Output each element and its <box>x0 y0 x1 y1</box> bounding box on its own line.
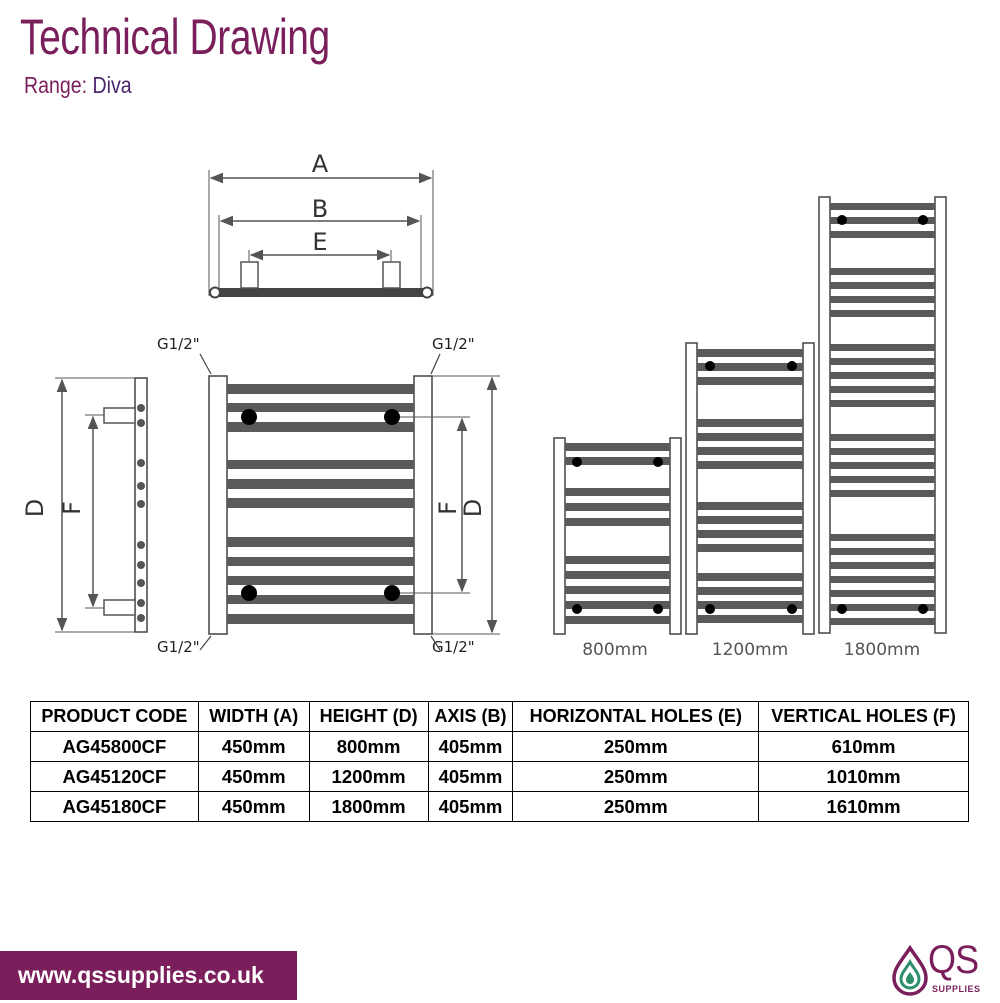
technical-drawing: A B E D F <box>21 150 947 660</box>
side-bar-ends <box>137 404 145 622</box>
rail-1200-left <box>685 342 698 635</box>
cell-axis: 405mm <box>427 761 514 792</box>
thread-label-bottom-left: G1/2" <box>157 638 200 656</box>
cell-product-code: AG45120CF <box>30 761 199 792</box>
dim-label-f-side: F <box>58 501 86 515</box>
cell-horizontal-holes: 250mm <box>512 731 760 762</box>
table-row: AG45800CF 450mm 800mm 405mm 250mm 610mm <box>30 731 969 762</box>
top-bar-end-left <box>209 286 221 299</box>
thread-label-top-left: G1/2" <box>157 335 200 353</box>
logo-subtext: SUPPLIES <box>932 984 981 994</box>
footer-url-bar: www.qssupplies.co.uk <box>0 951 297 1000</box>
dim-label-b: B <box>312 195 328 223</box>
page-title: Technical Drawing <box>20 9 330 65</box>
cell-width: 450mm <box>197 731 310 762</box>
range-value: Diva <box>92 72 132 98</box>
valve-left <box>240 261 259 289</box>
thread-label-bottom-right: G1/2" <box>432 638 475 656</box>
cell-axis: 405mm <box>427 731 514 762</box>
thread-leader-top-right <box>430 353 441 375</box>
thread-label-top-right: G1/2" <box>432 335 475 353</box>
water-drop-logo-icon <box>892 944 928 996</box>
thread-leader-top-left <box>199 353 212 375</box>
front-mount-holes <box>241 409 400 601</box>
holes-800 <box>572 457 663 614</box>
rail-1200-right <box>802 342 815 635</box>
thread-leader-bottom-left <box>199 635 212 651</box>
table-header-row: PRODUCT CODE WIDTH (A) HEIGHT (D) AXIS (… <box>30 701 969 732</box>
dim-label-d-side: D <box>21 499 49 517</box>
side-valve-bottom <box>103 599 136 616</box>
col-header-width: WIDTH (A) <box>197 701 310 732</box>
cell-height: 800mm <box>308 731 429 762</box>
size-label-1200: 1200mm <box>712 640 788 660</box>
cell-axis: 405mm <box>427 791 514 822</box>
cell-horizontal-holes: 250mm <box>512 761 760 792</box>
cell-width: 450mm <box>197 791 310 822</box>
holes-1200 <box>705 361 797 614</box>
cell-height: 1200mm <box>308 761 429 792</box>
cell-vertical-holes: 1010mm <box>758 761 969 792</box>
table-row: AG45120CF 450mm 1200mm 405mm 250mm 1010m… <box>30 761 969 792</box>
bars-1200 <box>697 349 803 623</box>
cell-height: 1800mm <box>308 791 429 822</box>
bars-1800 <box>830 203 935 625</box>
logo-text: QS <box>928 938 979 982</box>
spec-table: PRODUCT CODE WIDTH (A) HEIGHT (D) AXIS (… <box>30 701 969 822</box>
dim-label-e: E <box>312 228 327 256</box>
thread-leader-bottom-right <box>430 635 441 651</box>
cell-horizontal-holes: 250mm <box>512 791 760 822</box>
table-row: AG45180CF 450mm 1800mm 405mm 250mm 1610m… <box>30 791 969 822</box>
col-header-horizontal-holes: HORIZONTAL HOLES (E) <box>512 701 760 732</box>
holes-1800 <box>837 215 928 614</box>
front-rail-left <box>208 375 228 635</box>
dim-label-f-front: F <box>434 501 462 515</box>
valve-right <box>382 261 401 289</box>
dim-label-a: A <box>312 150 329 178</box>
size-label-800: 800mm <box>582 640 648 660</box>
rail-1800-right <box>934 196 947 634</box>
col-header-axis: AXIS (B) <box>427 701 514 732</box>
range-label: Range: <box>24 72 88 98</box>
size-label-1800: 1800mm <box>844 640 920 660</box>
size-800: 800mm <box>553 437 682 660</box>
size-1200: 1200mm <box>685 342 815 660</box>
side-view: D F <box>21 377 148 633</box>
rail-800-left <box>553 437 566 635</box>
top-bar <box>210 288 432 297</box>
front-view: F D G1/2" G1/2" G1/2" G1/2" <box>157 335 500 656</box>
side-valve-top <box>103 407 136 424</box>
dim-label-d-front: D <box>459 499 487 517</box>
rail-1800-left <box>818 196 831 634</box>
rail-800-right <box>669 437 682 635</box>
size-1800: 1800mm <box>818 196 947 660</box>
col-header-height: HEIGHT (D) <box>308 701 429 732</box>
front-rail-right <box>413 375 433 635</box>
front-bars <box>227 384 414 624</box>
cell-product-code: AG45180CF <box>30 791 199 822</box>
cell-product-code: AG45800CF <box>30 731 199 762</box>
qs-supplies-logo: QS SUPPLIES <box>890 938 996 998</box>
bars-800 <box>565 443 670 624</box>
top-view: A B E <box>208 150 434 299</box>
cell-width: 450mm <box>197 761 310 792</box>
cell-vertical-holes: 610mm <box>758 731 969 762</box>
top-bar-end-right <box>421 286 433 299</box>
range-subtitle: Range: Diva <box>24 72 132 99</box>
cell-vertical-holes: 1610mm <box>758 791 969 822</box>
col-header-product-code: PRODUCT CODE <box>30 701 199 732</box>
col-header-vertical-holes: VERTICAL HOLES (F) <box>758 701 969 732</box>
website-link[interactable]: www.qssupplies.co.uk <box>18 962 264 988</box>
